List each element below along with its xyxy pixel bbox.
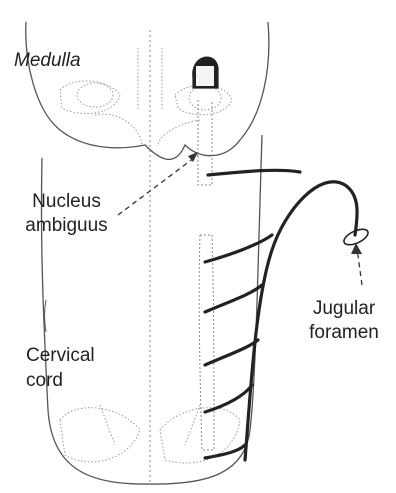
medulla-outline <box>26 22 269 159</box>
nucleus-ambiguus-arrowhead <box>188 152 198 162</box>
jugular-foramen-label-line1: Jugular <box>300 297 388 320</box>
dorsal-nucleus <box>193 57 218 88</box>
nucleus-ambiguus-label-line1: Nucleus <box>14 190 119 213</box>
spinal-accessory-nucleus <box>199 235 214 450</box>
nucleus-ambiguus-label-line2: ambiguus <box>14 214 119 237</box>
medulla-label: Medulla <box>14 49 81 72</box>
cord-gray-matter <box>60 405 240 463</box>
cervical-cord-label-line2: cord <box>26 369 63 392</box>
cervical-cord-outline <box>41 135 262 484</box>
jugular-foramen-label-line2: foramen <box>300 321 388 344</box>
nucleus-ambiguus-pointer <box>118 155 198 215</box>
cervical-cord-label-line1: Cervical <box>26 344 95 367</box>
nucleus-ambiguus-column <box>198 100 212 185</box>
